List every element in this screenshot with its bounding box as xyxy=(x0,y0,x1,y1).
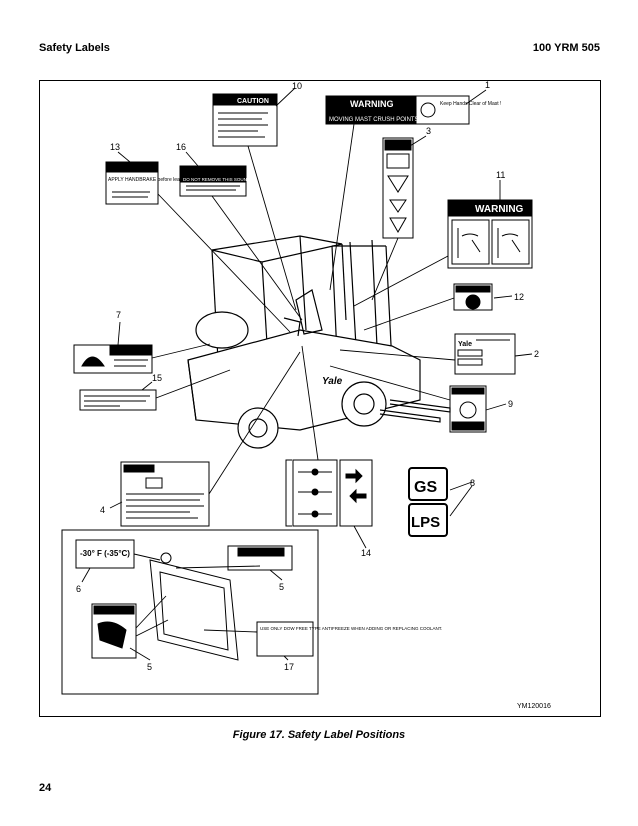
callout-5a: 5 xyxy=(279,582,284,592)
figure-id: YM120016 xyxy=(517,703,551,710)
callout-12: 12 xyxy=(514,292,524,302)
figure-frame xyxy=(39,80,601,717)
temp-text: -30° F (-35°C) xyxy=(80,549,130,558)
label-4 xyxy=(120,461,210,527)
callout-15: 15 xyxy=(152,373,162,383)
do-not-remove-text: DO NOT REMOVE THIS SOUND xyxy=(183,177,251,182)
callout-7: 7 xyxy=(116,310,121,320)
label-12 xyxy=(453,283,493,311)
label-sound-warning: DO NOT REMOVE THIS SOUND xyxy=(179,165,251,197)
truck-brand: Yale xyxy=(322,376,343,387)
header-left: Safety Labels xyxy=(39,42,110,54)
callout-6: 6 xyxy=(76,584,81,594)
label-fuel: GS LPS xyxy=(408,467,448,537)
big-warning-title: WARNING xyxy=(475,204,524,215)
label-yale-plate: Yale xyxy=(454,333,516,375)
label-vertical-warning xyxy=(382,137,414,239)
yale-plate-logo: Yale xyxy=(458,341,472,348)
label-fire-warning xyxy=(73,344,153,374)
coolant-text: USE ONLY DOW FREE TYPE ANTIFREEZE WHEN A… xyxy=(260,626,442,631)
callout-8: 8 xyxy=(470,478,475,488)
header-right: 100 YRM 505 xyxy=(532,42,600,54)
callout-9: 9 xyxy=(508,399,513,409)
leader-lines xyxy=(81,87,533,661)
mast-warning-text: MOVING MAST CRUSH POINTS xyxy=(329,117,419,123)
inset-panel: -30° F (-35°C) USE ONLY DOW FREE TYPE AN… xyxy=(61,529,442,695)
callout-1: 1 xyxy=(485,80,490,90)
label-no-riders xyxy=(449,385,487,433)
lps-text: LPS xyxy=(411,514,440,531)
forklift-drawing: Yale xyxy=(187,235,451,449)
label-mast-warning: WARNING MOVING MAST CRUSH POINTS Keep Ha… xyxy=(325,95,501,125)
mast-warning-title: WARNING xyxy=(350,99,394,109)
callout-14: 14 xyxy=(361,548,371,558)
caution-text: CAUTION xyxy=(237,98,269,105)
label-big-warning: WARNING xyxy=(447,199,533,269)
callout-2: 2 xyxy=(534,349,539,359)
label-caution: CAUTION xyxy=(212,93,278,147)
callout-10: 10 xyxy=(292,81,302,91)
callout-4: 4 xyxy=(100,505,105,515)
callout-3: 3 xyxy=(426,126,431,136)
label-15 xyxy=(79,389,157,411)
page-number: 24 xyxy=(39,782,52,794)
callout-numbers: 1 2 3 4 5 5 6 7 8 9 10 11 12 13 14 15 16… xyxy=(76,80,551,710)
label-controls xyxy=(285,459,373,527)
keep-hands-text: Keep Hands Clear of Mast ! xyxy=(440,101,501,107)
callout-11: 11 xyxy=(496,170,505,180)
label-handbrake-warning: APPLY HANDBRAKE before leaving truck xyxy=(105,161,202,205)
callout-16: 16 xyxy=(176,142,186,152)
callout-5b: 5 xyxy=(147,662,152,672)
callout-17: 17 xyxy=(284,662,294,672)
figure-caption: Figure 17. Safety Label Positions xyxy=(232,729,406,741)
callout-13: 13 xyxy=(110,142,120,152)
handbrake-text: APPLY HANDBRAKE before leaving truck xyxy=(108,177,202,183)
gs-text: GS xyxy=(414,479,437,496)
